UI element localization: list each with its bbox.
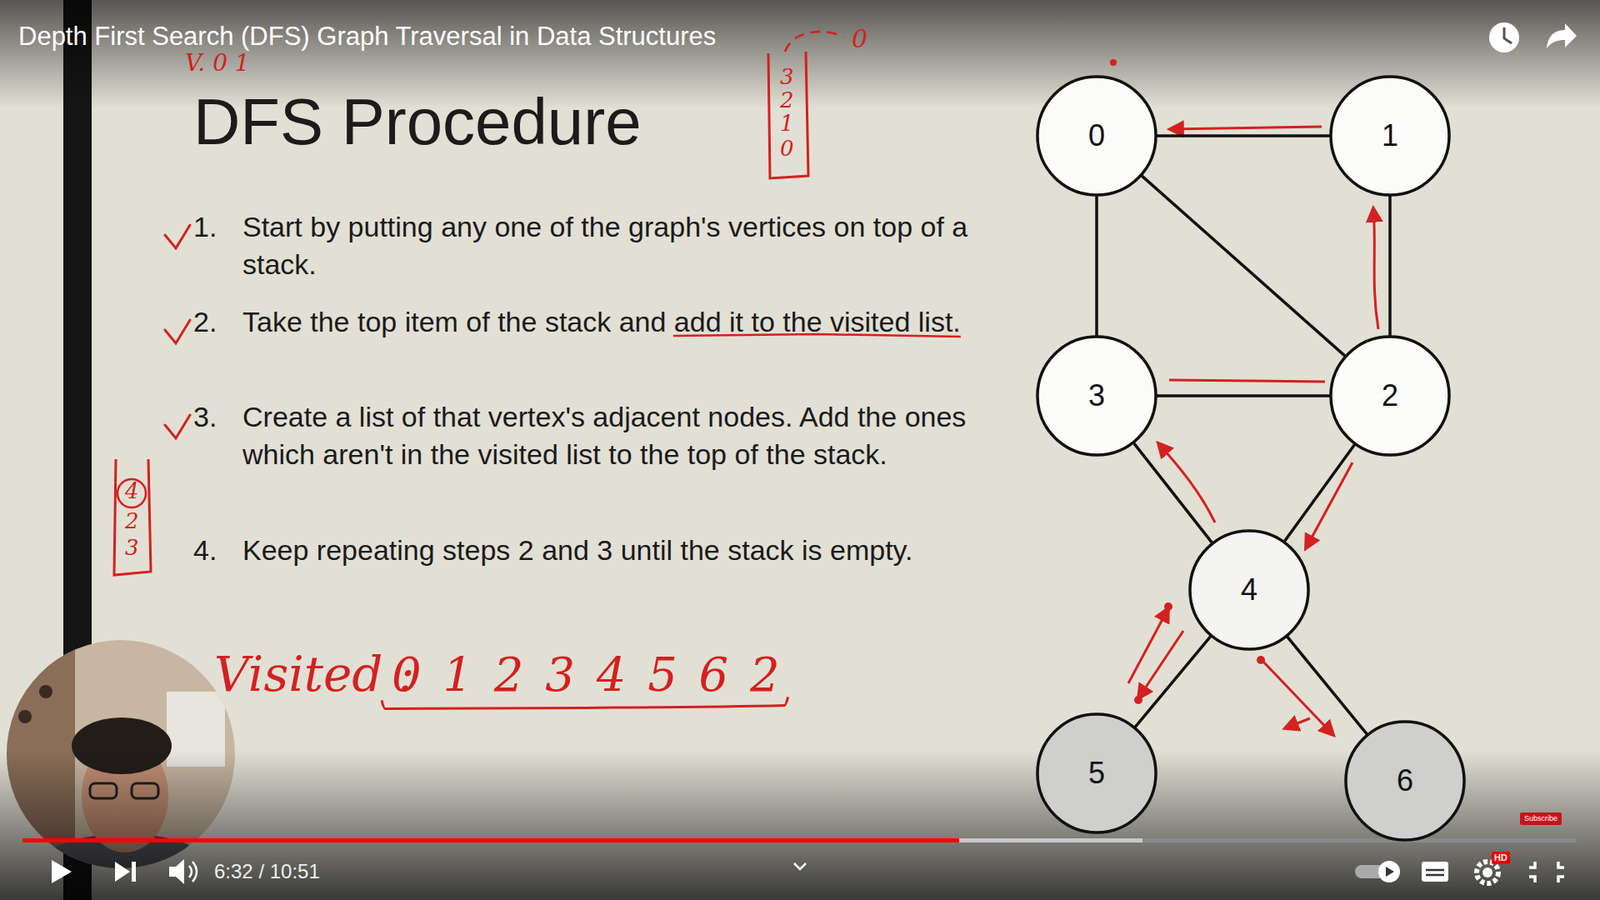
progress-buffer xyxy=(22,838,1143,843)
step-number: 1. xyxy=(193,208,217,246)
graph-edge xyxy=(1134,635,1211,729)
visited-label: Visited : xyxy=(214,646,415,703)
autoplay-play xyxy=(1385,866,1395,877)
graph-edge xyxy=(1286,635,1368,735)
clock-hands xyxy=(1504,27,1512,44)
stack-pointer xyxy=(785,31,844,52)
check-mark xyxy=(165,225,190,249)
video-time: 6:32 / 10:51 xyxy=(214,858,320,885)
traversal-arrow xyxy=(1373,208,1379,330)
traversal-arrow xyxy=(1285,718,1310,729)
step-text: Take the top item of the stack and add i… xyxy=(242,303,976,341)
graph-edge xyxy=(1388,195,1392,337)
vertex-circle xyxy=(1190,530,1309,650)
hd-badge: HD xyxy=(1491,851,1510,865)
next-icon xyxy=(115,861,136,882)
traversal-arrow xyxy=(1128,608,1169,684)
stack-item: 1 xyxy=(780,111,795,137)
graph-edge xyxy=(1133,442,1213,544)
volume-icon xyxy=(169,859,185,885)
vertex-circle xyxy=(1037,714,1156,833)
slide-heading: DFS Procedure xyxy=(193,86,642,159)
visited-note: V. 0 1 xyxy=(185,50,250,77)
traversal-arrow xyxy=(1170,126,1322,130)
traversal-dot xyxy=(1134,695,1143,705)
vertex-label: 4 xyxy=(1240,572,1258,608)
step-text: Start by putting any one of the graph's … xyxy=(242,208,976,284)
graph-vertex: 4 xyxy=(1187,528,1311,652)
video-title: Depth First Search (DFS) Graph Traversal… xyxy=(18,20,716,55)
webcam-dot xyxy=(18,660,32,674)
subscribe-badge: Subscribe xyxy=(1520,812,1562,825)
traversal-dot xyxy=(1256,655,1265,665)
fullscreen-exit-icon xyxy=(1529,861,1565,883)
play-icon xyxy=(51,860,72,884)
vertex-circle xyxy=(1037,336,1156,455)
visited-order: 0 1 2 3 4 5 6 2 xyxy=(391,648,780,702)
chevron-icon xyxy=(794,863,806,870)
stack-bracket xyxy=(114,459,151,575)
graph-vertex: 0 xyxy=(1035,74,1159,198)
stack-item: 4 xyxy=(125,479,140,505)
traversal-arrow xyxy=(1138,630,1184,699)
share-icon xyxy=(1546,23,1577,49)
step-number: 4. xyxy=(193,531,217,570)
graph-vertex: 3 xyxy=(1035,334,1159,458)
vertex-label: 0 xyxy=(1088,118,1105,154)
stack-item: 2 xyxy=(125,509,140,535)
subtitles-lines xyxy=(1425,870,1445,875)
vertex-label: 3 xyxy=(1088,378,1105,414)
webcam-dot xyxy=(39,685,53,699)
step-number: 2. xyxy=(193,303,217,341)
settings-gear xyxy=(1476,861,1499,884)
settings-hub xyxy=(1482,867,1493,878)
vertex-label: 5 xyxy=(1088,755,1105,791)
vertex-label: 1 xyxy=(1381,118,1399,154)
stack-circle xyxy=(117,479,146,508)
stack-pop-note: 0 xyxy=(851,25,868,55)
progress-track xyxy=(22,838,1577,843)
graph-edge xyxy=(1155,394,1331,398)
stack-bracket xyxy=(768,51,809,179)
volume-waves xyxy=(189,861,197,882)
step-number: 3. xyxy=(193,398,217,436)
graph-edge xyxy=(1284,444,1356,543)
stack-item: 0 xyxy=(780,136,795,162)
vertex-circle xyxy=(1037,76,1156,195)
subtitles-icon xyxy=(1421,861,1449,882)
vertex-circle xyxy=(1345,721,1465,840)
graph-edge xyxy=(1095,195,1099,337)
step-text: Keep repeating steps 2 and 3 until the s… xyxy=(242,531,976,570)
traversal-arrow xyxy=(1262,660,1334,735)
traversal-arrow xyxy=(1305,462,1353,549)
stack-item: 2 xyxy=(780,88,795,114)
progress-played xyxy=(22,838,960,843)
vertex-circle xyxy=(1330,336,1450,455)
traversal-line xyxy=(1169,380,1325,382)
graph-edge xyxy=(1140,175,1346,357)
step-text: Create a list of that vertex's adjacent … xyxy=(242,398,976,474)
webcam-dot xyxy=(18,710,32,724)
clock-icon xyxy=(1489,22,1520,53)
check-mark xyxy=(165,415,190,439)
graph-edge xyxy=(1155,134,1331,138)
traversal-dot xyxy=(1110,59,1117,66)
vertex-label: 6 xyxy=(1396,763,1414,799)
traversal-dot xyxy=(1164,602,1173,611)
graph-vertex: 5 xyxy=(1035,711,1159,835)
graph-vertex: 6 xyxy=(1343,719,1467,843)
vertex-circle xyxy=(1330,76,1450,195)
vertex-label: 2 xyxy=(1381,378,1399,414)
graph-vertex: 1 xyxy=(1328,74,1452,198)
graph-vertex: 2 xyxy=(1328,334,1452,458)
autoplay-knob xyxy=(1378,860,1400,883)
check-mark xyxy=(165,320,190,344)
stack-item: 3 xyxy=(780,65,795,90)
stack-item: 3 xyxy=(125,535,140,561)
